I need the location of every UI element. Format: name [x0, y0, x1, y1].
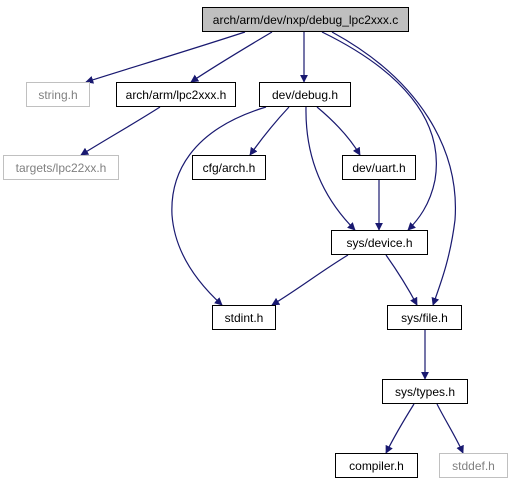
- edge-root-to-string-h: [85, 31, 246, 84]
- edge-device-to-stdint: [271, 254, 349, 306]
- include-node-sys-file-h[interactable]: sys/file.h: [387, 305, 462, 330]
- edge-debug-to-device: [305, 106, 356, 231]
- include-node-dev-uart-h[interactable]: dev/uart.h: [342, 155, 416, 180]
- edge-lpc2xxx-to-targets: [80, 106, 161, 156]
- edge-device-to-file: [385, 254, 418, 306]
- include-node-arch-arm-lpc2xxx-h[interactable]: arch/arm/lpc2xxx.h: [116, 82, 236, 107]
- include-node-stddef-h[interactable]: stddef.h: [439, 453, 508, 478]
- edge-root-to-device-h: [321, 31, 437, 231]
- edge-debug-to-cfg-arch: [249, 106, 290, 156]
- include-node-stdint-h[interactable]: stdint.h: [212, 305, 276, 330]
- include-node-sys-types-h[interactable]: sys/types.h: [382, 379, 468, 404]
- edge-debug-to-uart: [316, 106, 361, 156]
- include-node-dev-debug-h[interactable]: dev/debug.h: [259, 82, 351, 107]
- edge-debug-to-stdint: [171, 106, 267, 306]
- include-node-string-h[interactable]: string.h: [26, 82, 90, 107]
- include-node-targets-lpc22xx-h[interactable]: targets/lpc22xx.h: [3, 155, 119, 180]
- edge-types-to-compiler: [385, 403, 415, 454]
- edge-root-to-lpc2xxx-h: [190, 31, 273, 83]
- include-node-compiler-h[interactable]: compiler.h: [335, 453, 418, 478]
- edge-root-to-file-h: [331, 31, 457, 306]
- root-file-node[interactable]: arch/arm/dev/nxp/debug_lpc2xxx.c: [202, 7, 409, 32]
- include-node-cfg-arch-h[interactable]: cfg/arch.h: [192, 155, 266, 180]
- edge-types-to-stddef: [436, 403, 464, 454]
- include-node-sys-device-h[interactable]: sys/device.h: [331, 230, 428, 255]
